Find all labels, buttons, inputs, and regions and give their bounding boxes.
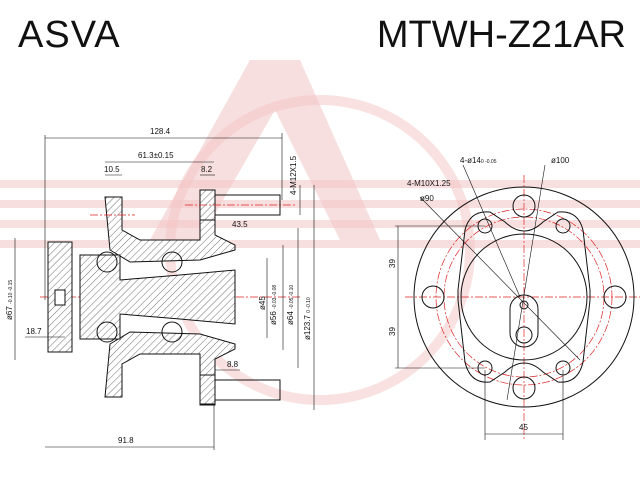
dim-overall-length: 128.4 xyxy=(150,127,171,136)
dim-mount-length: 91.8 xyxy=(118,436,134,445)
side-section-view: 128.4 61.3±0.15 10.5 8.2 43.5 4-M12X1.5 … xyxy=(5,127,315,450)
brand-logo-text: ASVA xyxy=(18,14,121,56)
dim-upper-offset: 39 xyxy=(388,259,397,268)
part-number: MTWH-Z21AR xyxy=(376,14,626,56)
dim-pilot-dia: ø56 -0.03 -0.08 xyxy=(269,285,278,325)
dim-threads: 4-M10X1.25 xyxy=(407,179,451,188)
watermark xyxy=(0,60,640,405)
dim-hole-spacing: 45 xyxy=(519,423,528,432)
dim-holes: 4-ø140 -0.05 xyxy=(460,156,497,165)
dim-pcd-inner: ø90 xyxy=(420,194,434,203)
front-view: 4-ø140 -0.05 ø100 4-M10X1.25 ø90 39 39 4… xyxy=(388,156,640,440)
dim-pcd-outer: ø100 xyxy=(551,156,570,165)
dim-flange-thickness: 10.5 xyxy=(104,165,120,174)
dim-outer-dia: ø123.7 0 -0.10 xyxy=(303,297,312,340)
dim-stud-offset: 8.8 xyxy=(227,360,239,369)
dim-stud-head: 8.2 xyxy=(201,165,213,174)
dim-flange-offset: 61.3±0.15 xyxy=(138,151,174,160)
dim-stud-length: 43.5 xyxy=(232,220,248,229)
dim-stud-thread: 4-M12X1.5 xyxy=(289,155,298,195)
dim-lower-offset: 39 xyxy=(388,327,397,336)
dim-seal-dia: ø67 -0.10 -0.15 xyxy=(5,280,14,320)
dim-seal-depth: 18.7 xyxy=(26,327,42,336)
dim-hub-dia: ø64 -0.05 -0.10 xyxy=(286,285,295,325)
dim-bore-dia: ø45 xyxy=(258,296,267,310)
